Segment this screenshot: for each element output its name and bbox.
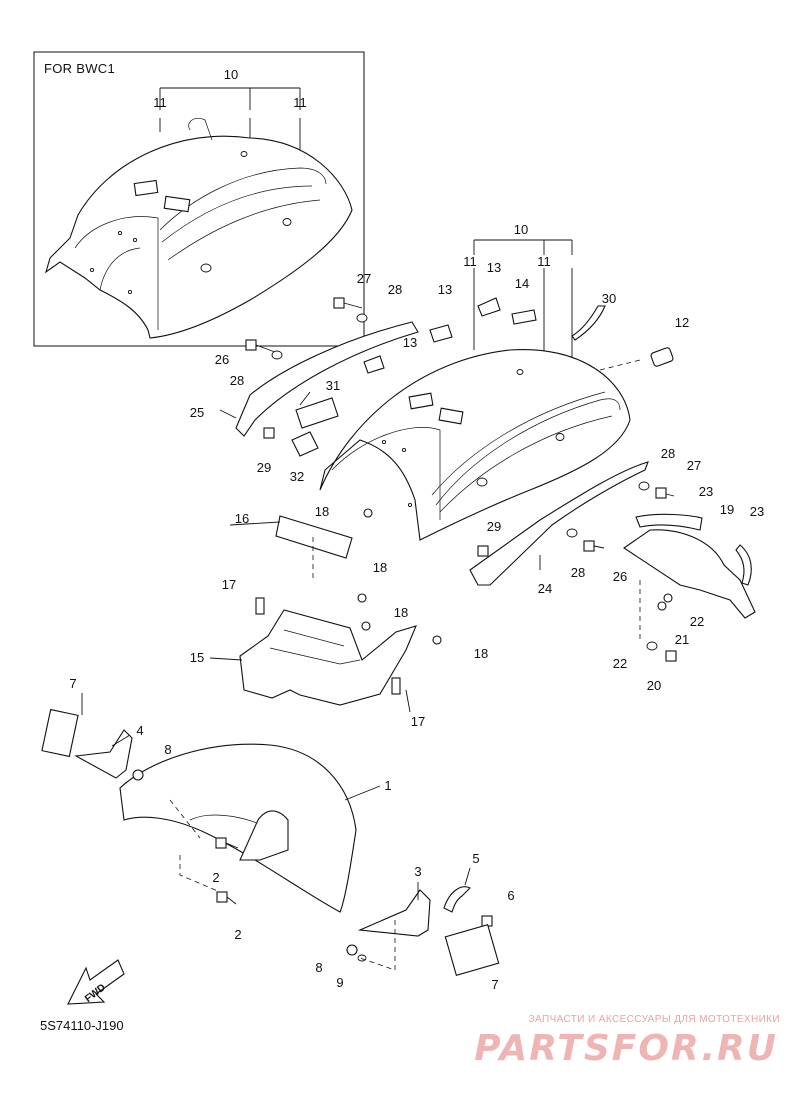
callout-10: 10 xyxy=(223,67,239,82)
callout-22: 22 xyxy=(689,614,705,629)
callout-28: 28 xyxy=(229,373,245,388)
callout-28: 28 xyxy=(660,446,676,461)
callout-18: 18 xyxy=(393,605,409,620)
callout-13: 13 xyxy=(437,282,453,297)
callout-4: 4 xyxy=(136,723,144,738)
callout-31: 31 xyxy=(325,378,341,393)
watermark-logo: PARTSFOR.RU xyxy=(474,1028,778,1069)
callout-7: 7 xyxy=(491,977,499,992)
main-rear-fender xyxy=(319,348,631,541)
callout-27: 27 xyxy=(356,271,372,286)
side-rail-left xyxy=(235,321,419,439)
callout-23: 23 xyxy=(749,504,765,519)
callout-29: 29 xyxy=(256,460,272,475)
callout-17: 17 xyxy=(410,714,426,729)
callout-18: 18 xyxy=(314,504,330,519)
callout-29: 29 xyxy=(486,519,502,534)
leader-lines xyxy=(81,391,541,900)
callout-23: 23 xyxy=(698,484,714,499)
callout-11: 11 xyxy=(153,95,167,110)
callout-25: 25 xyxy=(189,405,205,420)
front-fender xyxy=(119,743,357,913)
callout-30: 30 xyxy=(601,291,617,306)
callout-11: 11 xyxy=(293,95,307,110)
callout-2: 2 xyxy=(212,870,220,885)
decals xyxy=(291,297,674,457)
watermark-tagline: ЗАПЧАСТИ И АКСЕССУАРЫ ДЛЯ МОТОТЕХНИКИ xyxy=(528,1014,780,1025)
callout-5: 5 xyxy=(472,851,480,866)
callout-26: 26 xyxy=(214,352,230,367)
callout-27: 27 xyxy=(686,458,702,473)
inset-title: FOR BWC1 xyxy=(44,61,116,76)
callout-21: 21 xyxy=(674,632,690,647)
callout-24: 24 xyxy=(537,581,553,596)
callout-19: 19 xyxy=(719,502,735,517)
callout-1: 1 xyxy=(384,778,392,793)
callout-32: 32 xyxy=(289,469,305,484)
callout-20: 20 xyxy=(646,678,662,693)
callout-15: 15 xyxy=(189,650,205,665)
reflector-brackets xyxy=(41,708,500,976)
callout-8: 8 xyxy=(315,960,323,975)
callout-16: 16 xyxy=(234,511,250,526)
callout-8: 8 xyxy=(164,742,172,757)
diagram-code: 5S74110-J190 xyxy=(40,1018,124,1033)
taillight-bracket xyxy=(623,513,756,662)
callout-10: 10 xyxy=(513,222,529,237)
callout-13: 13 xyxy=(486,260,502,275)
side-rail-right xyxy=(469,461,649,586)
callout-11: 11 xyxy=(537,254,551,269)
callout-11: 11 xyxy=(463,254,477,269)
callout-14: 14 xyxy=(514,276,530,291)
inset-frame xyxy=(33,51,365,347)
callout-12: 12 xyxy=(674,315,690,330)
callout-7: 7 xyxy=(69,676,77,691)
callout-6: 6 xyxy=(507,888,515,903)
callout-18: 18 xyxy=(473,646,489,661)
callout-2: 2 xyxy=(234,927,242,942)
bolts-top xyxy=(245,297,675,552)
dashed-leaders xyxy=(169,359,641,971)
callout-18: 18 xyxy=(372,560,388,575)
callout-17: 17 xyxy=(221,577,237,592)
callout-13: 13 xyxy=(402,335,418,350)
callout-28: 28 xyxy=(387,282,403,297)
callout-28: 28 xyxy=(570,565,586,580)
callout-9: 9 xyxy=(336,975,344,990)
inset-rear-fender xyxy=(45,117,353,339)
fwd-arrow xyxy=(67,959,125,1005)
callout-26: 26 xyxy=(612,569,628,584)
callout-3: 3 xyxy=(414,864,422,879)
callout-22: 22 xyxy=(612,656,628,671)
fender-stay xyxy=(239,515,442,706)
